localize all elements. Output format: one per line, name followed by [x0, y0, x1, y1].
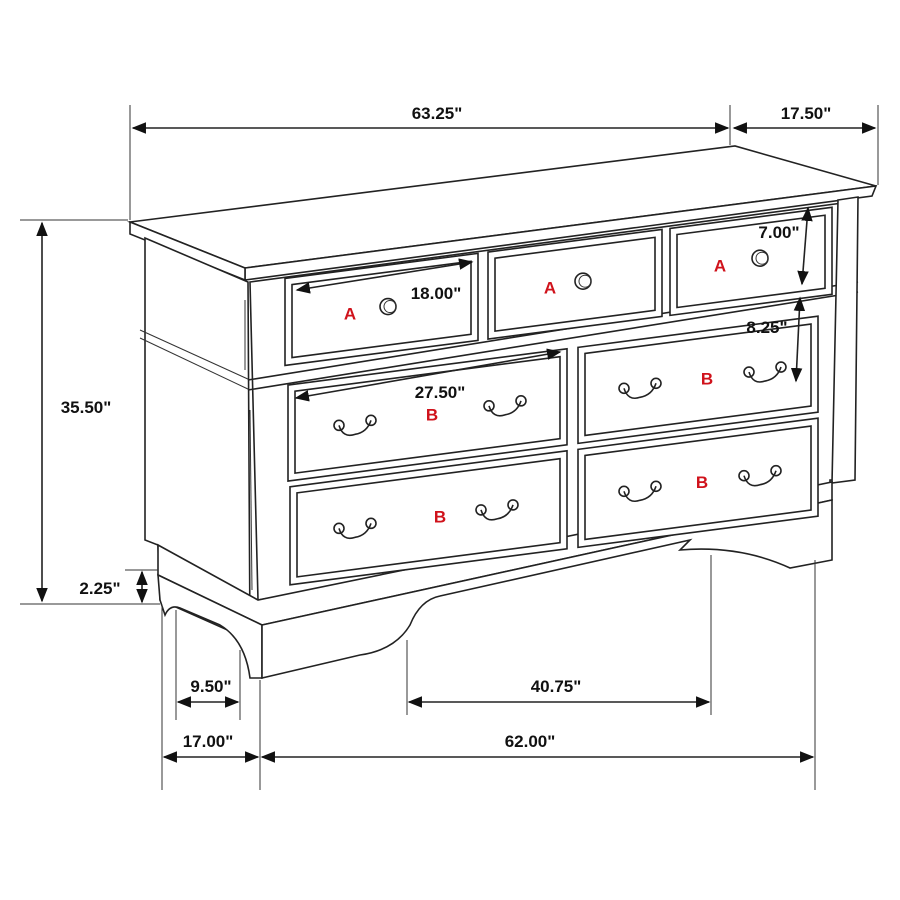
pull-handle-bail	[748, 366, 782, 383]
pull-handle-bail	[480, 504, 514, 521]
drawer-label: A	[544, 279, 556, 298]
base-depth-label: 17.00"	[183, 732, 234, 751]
top-drawer-height-label: 7.00"	[758, 223, 799, 242]
knob-face	[578, 274, 592, 288]
drawer-panel	[584, 425, 812, 541]
pull-handle-bail	[623, 383, 657, 400]
inner-leg-span-label: 40.75"	[531, 677, 582, 696]
drawer-label: B	[701, 370, 713, 389]
drawers: A A A B B B B	[284, 206, 833, 586]
drawer-label: B	[426, 405, 438, 424]
overall-width-label: 63.25"	[412, 104, 463, 123]
pull-handle-bail	[338, 420, 372, 437]
drawer-panel	[584, 323, 812, 437]
drawer-label: B	[696, 473, 708, 492]
dimension-lines	[20, 105, 879, 790]
large-drawer-width-label: 27.50"	[415, 383, 466, 402]
base-width-label: 62.00"	[505, 732, 556, 751]
side-inner-depth-label: 9.50"	[190, 677, 231, 696]
depth-label: 17.50"	[781, 104, 832, 123]
large-drawer-height-label: 8.25"	[746, 318, 787, 337]
pull-handle-bail	[488, 400, 522, 417]
knob-face	[755, 251, 769, 265]
dresser-right-post	[831, 196, 859, 484]
pull-handle-bail	[623, 486, 657, 503]
drawer-panel	[296, 457, 561, 578]
height-label: 35.50"	[61, 398, 112, 417]
leg-height-label: 2.25"	[79, 579, 120, 598]
pull-handle-bail	[338, 523, 372, 540]
drawer-label: A	[714, 256, 726, 275]
drawer-panel	[676, 214, 826, 309]
drawer-label: B	[434, 507, 446, 526]
knob-face	[383, 300, 397, 314]
drawer-label: A	[344, 305, 356, 324]
dresser-plinth	[157, 573, 263, 679]
top-drawer-width-label: 18.00"	[411, 284, 462, 303]
pull-handle-bail	[743, 470, 777, 487]
